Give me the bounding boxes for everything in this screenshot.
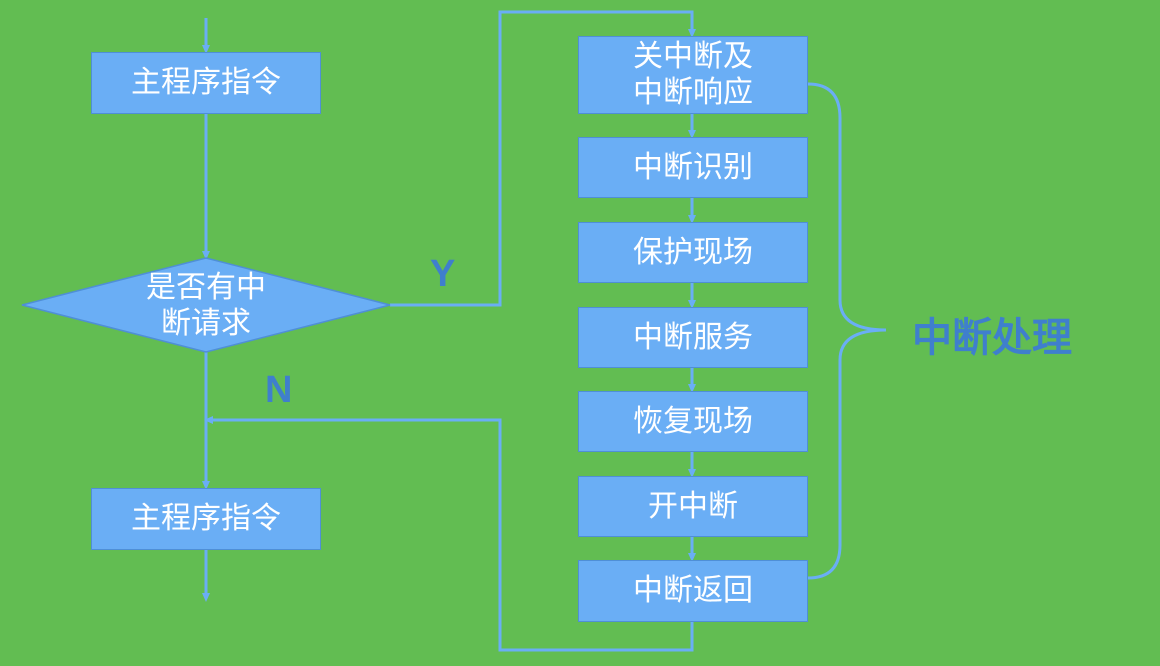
main-instruction-box-bottom: 主程序指令 <box>91 488 321 550</box>
yes-branch-connector <box>390 10 696 307</box>
step-disable-and-respond: 关中断及 中断响应 <box>578 36 808 114</box>
step-save-context: 保护现场 <box>578 222 808 283</box>
step-service: 中断服务 <box>578 307 808 368</box>
decision-label: 是否有中 断请求 <box>146 270 266 341</box>
step-restore-context: 恢复现场 <box>578 391 808 452</box>
decision-diamond <box>21 257 391 353</box>
step-return: 中断返回 <box>578 560 808 622</box>
yes-label: Y <box>430 253 456 295</box>
interrupt-handling-label: 中断处理 <box>912 315 1072 361</box>
group-brace <box>807 82 887 580</box>
no-label: N <box>265 369 293 411</box>
step-enable: 开中断 <box>578 476 808 537</box>
step-identify: 中断识别 <box>578 137 808 198</box>
main-instruction-box-top: 主程序指令 <box>91 52 321 114</box>
return-connector <box>204 416 694 652</box>
